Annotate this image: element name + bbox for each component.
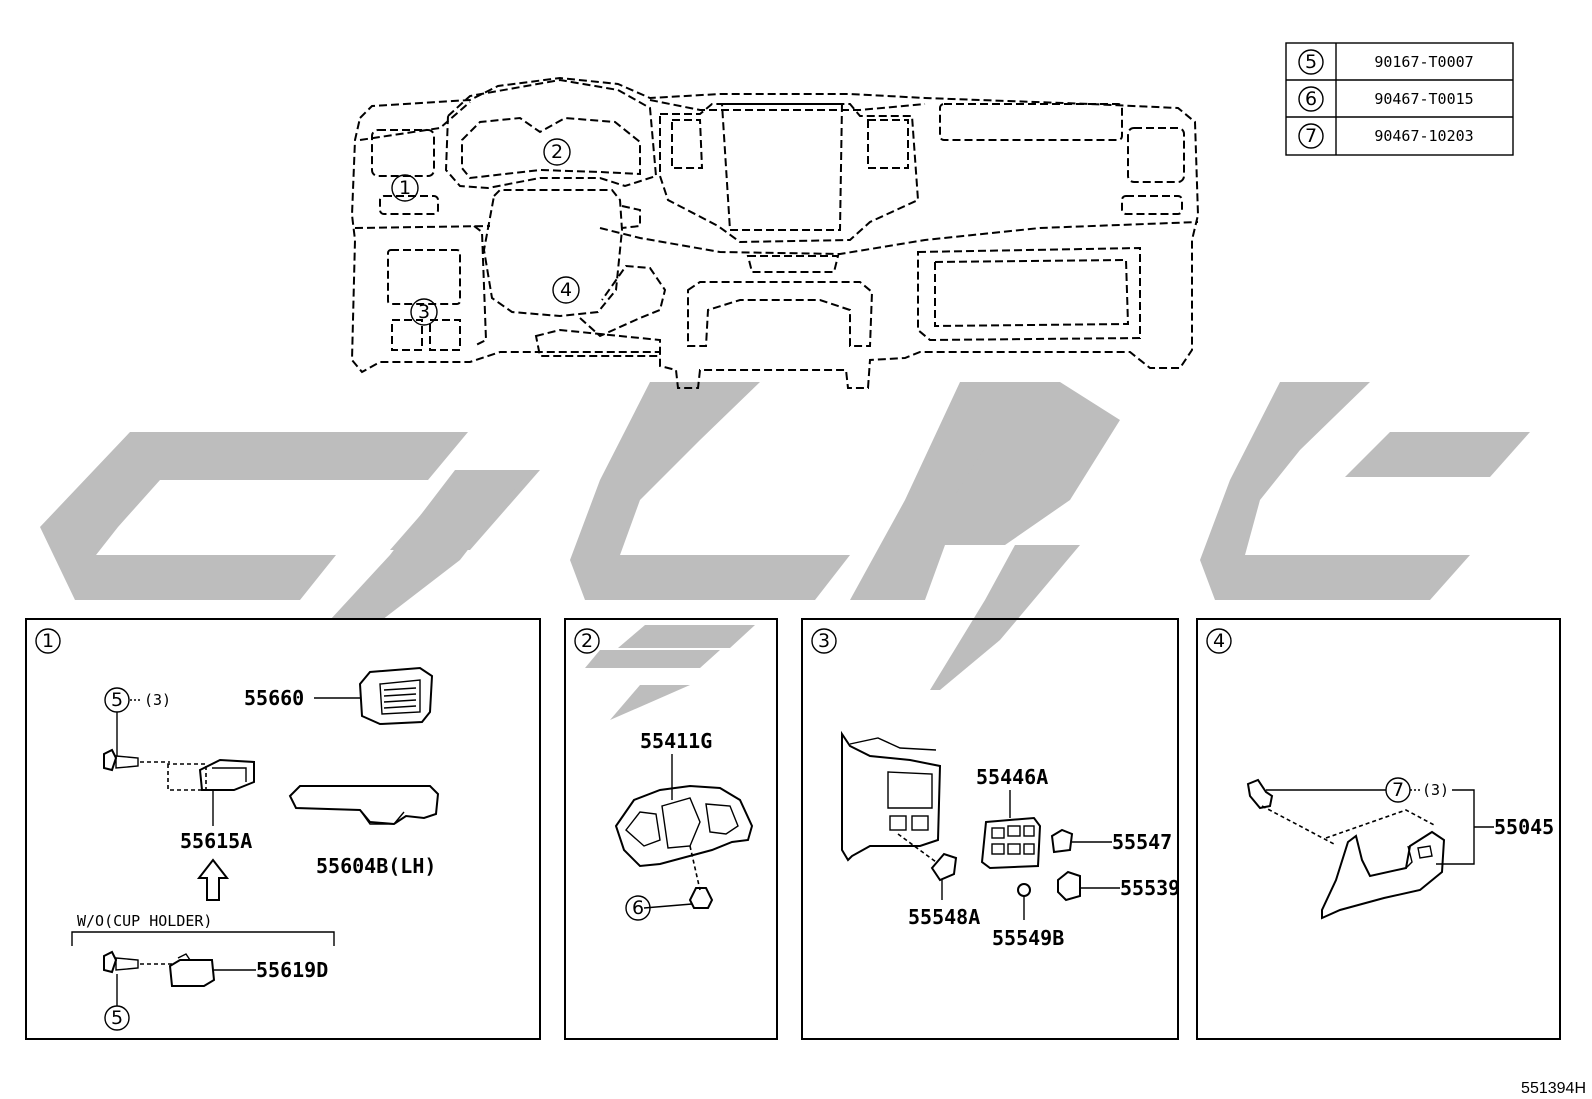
panel-1-ref: 1 <box>42 630 54 652</box>
table-ref-7: 7 <box>1305 125 1317 147</box>
callout-7: 7 <box>1392 779 1404 801</box>
table-part-6: 90467-T0015 <box>1374 90 1473 108</box>
fastener-table: 5 90167-T0007 6 90467-T0015 7 90467-1020… <box>1285 42 1514 156</box>
label-55411G: 55411G <box>640 729 712 753</box>
panel-3-ref: 3 <box>818 630 830 652</box>
overview-callout-1: 1 <box>399 177 411 199</box>
overview-callout-4: 4 <box>560 279 572 301</box>
callout-5-lower: 5 <box>111 1007 123 1029</box>
label-55660: 55660 <box>244 686 304 710</box>
label-55615A: 55615A <box>180 829 252 853</box>
table-row: 6 90467-T0015 <box>1298 86 1474 112</box>
table-part-7: 90467-10203 <box>1374 127 1473 145</box>
watermark-logo <box>40 382 1530 720</box>
label-55604B-LH: 55604B(LH) <box>316 854 436 878</box>
label-55548A: 55548A <box>908 905 980 929</box>
diagram-code: 551394H <box>1521 1080 1586 1097</box>
label-55547: 55547 <box>1112 830 1172 854</box>
label-55549B: 55549B <box>992 926 1064 950</box>
variant-label: W/O(CUP HOLDER) <box>77 912 212 930</box>
dashboard-overview: 1 2 3 4 <box>350 76 1200 389</box>
table-ref-5: 5 <box>1305 51 1317 73</box>
table-row: 7 90467-10203 <box>1298 123 1474 149</box>
table-part-5: 90167-T0007 <box>1374 53 1473 71</box>
qty-label-panel-4: (3) <box>1422 781 1449 799</box>
detail-panel-3: 3 55446A 55547 55539 55548A 55549B <box>801 618 1180 1040</box>
label-55045: 55045 <box>1494 815 1554 839</box>
label-55619D: 55619D <box>256 958 328 982</box>
label-55446A: 55446A <box>976 765 1048 789</box>
overview-callout-3: 3 <box>418 301 430 323</box>
table-row: 5 90167-T0007 <box>1298 49 1474 75</box>
detail-panel-1: 1 55660 5 (3) 55615A 55604B(LH) W/O(CUP … <box>25 618 541 1040</box>
table-ref-6: 6 <box>1305 88 1317 110</box>
callout-6: 6 <box>632 897 644 919</box>
label-55539: 55539 <box>1120 876 1180 900</box>
overview-callout-2: 2 <box>551 141 563 163</box>
panel-2-ref: 2 <box>581 630 593 652</box>
qty-label: (3) <box>144 691 171 709</box>
callout-5-upper: 5 <box>111 689 123 711</box>
detail-panel-2: 2 55411G 6 <box>564 618 778 1040</box>
detail-panel-4: 4 7 (3) 55045 <box>1196 618 1561 1040</box>
panel-4-ref: 4 <box>1213 630 1225 652</box>
